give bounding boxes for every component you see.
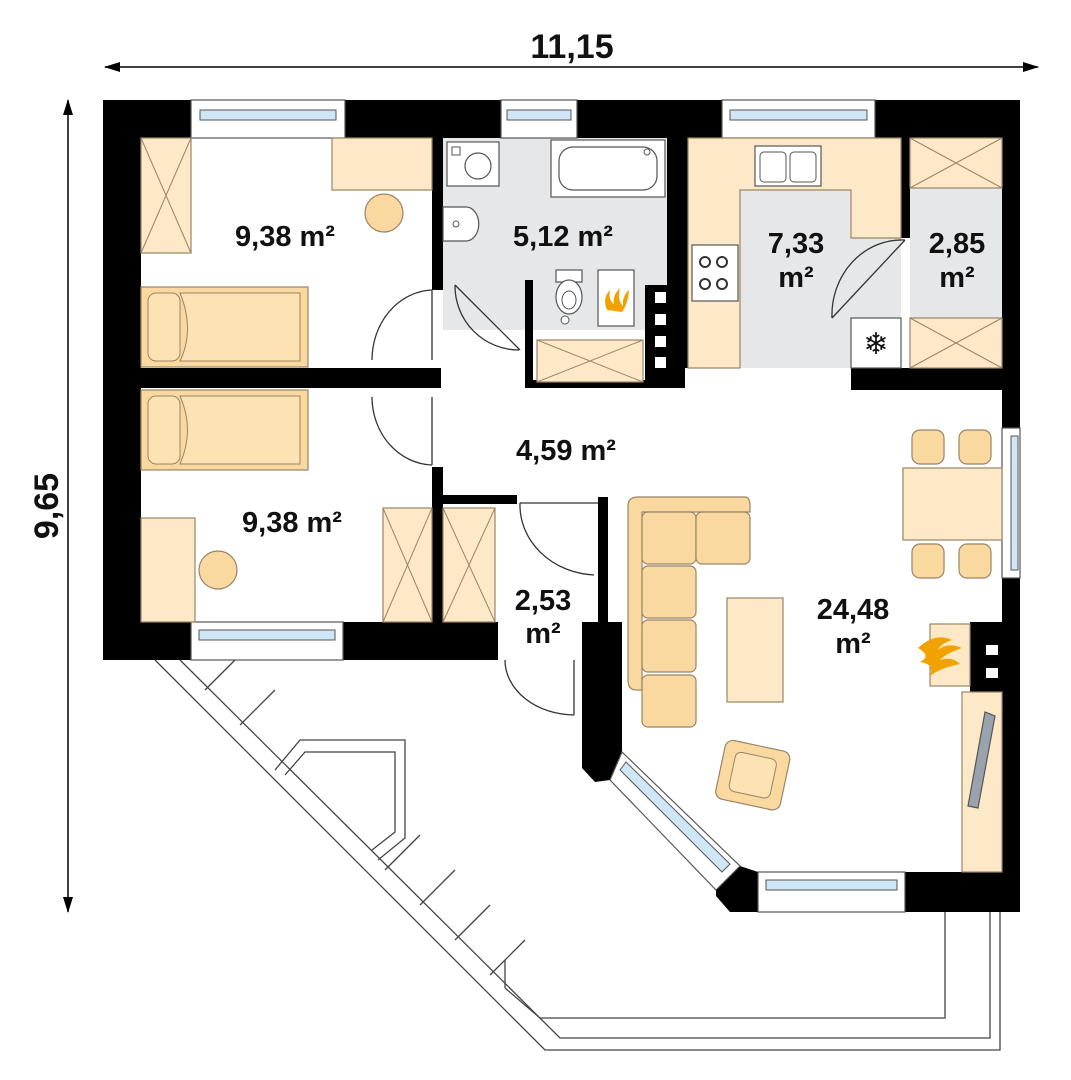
vestibule-area-value: 2,53 — [515, 585, 571, 617]
chair-bedroom-2 — [198, 550, 238, 590]
pantry-shelf-bottom — [909, 317, 1003, 369]
window-kitchen — [721, 99, 876, 139]
tv-cabinet — [961, 691, 1003, 873]
bedroom-2-area: 9,38 m² — [242, 507, 342, 539]
pantry-area-unit: m² — [939, 262, 975, 294]
kitchen-area-value: 7,33 — [768, 228, 824, 260]
washbasin — [442, 206, 480, 242]
flame-icon — [605, 288, 629, 312]
chimney-flues — [655, 292, 998, 678]
window-bathroom — [500, 99, 578, 139]
height-dimension: 9,65 — [28, 99, 73, 913]
window-living-east — [1001, 427, 1021, 579]
bathroom-fixtures — [442, 139, 666, 383]
bathtub — [550, 139, 666, 198]
bed-bedroom-2 — [140, 389, 309, 471]
wardrobe-chimney — [536, 339, 644, 383]
fireplace — [918, 623, 971, 687]
bed-bedroom-1 — [140, 286, 309, 368]
sink-icon — [754, 145, 822, 187]
dining-table — [902, 467, 1003, 541]
kitchen-furniture: ❄ — [687, 137, 1003, 369]
bedroom-1-furniture — [140, 137, 433, 368]
window-living-south — [757, 871, 906, 913]
bedroom-1-area: 9,38 m² — [235, 221, 335, 253]
bathroom-area: 5,12 m² — [513, 221, 613, 253]
pantry-area-value: 2,85 — [929, 228, 985, 260]
toilet — [555, 269, 583, 325]
door-entrance — [504, 659, 575, 716]
door-bedroom-1 — [371, 289, 433, 361]
living-room-furniture — [627, 429, 1003, 873]
flame-icon — [918, 637, 962, 676]
width-dimension-label: 11,15 — [530, 28, 613, 66]
washing-machine — [446, 141, 500, 187]
armchair — [715, 739, 791, 811]
width-dimension: 11,15 — [104, 28, 1039, 72]
snowflake-icon: ❄ — [863, 327, 888, 362]
fridge: ❄ — [850, 317, 902, 369]
boiler — [597, 269, 635, 327]
stove-icon — [691, 244, 739, 302]
window-living-diagonal — [609, 750, 741, 891]
bedroom-2-furniture — [140, 389, 496, 623]
desk-bedroom-1 — [331, 137, 433, 191]
walls — [103, 100, 1020, 912]
window-bedroom-1 — [190, 99, 346, 139]
window-bedroom-2 — [190, 621, 344, 661]
kitchen-area-unit: m² — [778, 262, 814, 294]
doors — [371, 239, 906, 716]
desk-bedroom-2 — [140, 517, 196, 623]
door-bedroom-2 — [371, 396, 433, 466]
wardrobe-hall — [442, 507, 496, 623]
hall-area: 4,59 m² — [516, 435, 616, 467]
wardrobe-bedroom-1 — [140, 137, 192, 254]
dining-set — [902, 429, 1003, 579]
room-labels: 9,38 m² 5,12 m² 7,33 m² 2,85 m² 4,59 m² … — [235, 221, 985, 660]
living-room-area-value: 24,48 — [817, 594, 890, 626]
height-dimension-label: 9,65 — [28, 473, 66, 539]
wardrobe-bedroom-2 — [382, 507, 433, 623]
pantry-shelf-top — [909, 137, 1003, 189]
chair-bedroom-1 — [364, 193, 404, 233]
living-room-area-unit: m² — [835, 628, 871, 660]
coffee-table — [726, 597, 784, 703]
door-bathroom — [454, 284, 521, 351]
vestibule-area-unit: m² — [525, 618, 561, 650]
door-pantry — [831, 239, 906, 319]
door-vestibule — [519, 502, 598, 576]
windows — [190, 99, 1021, 913]
corner-sofa — [627, 496, 751, 728]
terrace — [154, 654, 1001, 1051]
